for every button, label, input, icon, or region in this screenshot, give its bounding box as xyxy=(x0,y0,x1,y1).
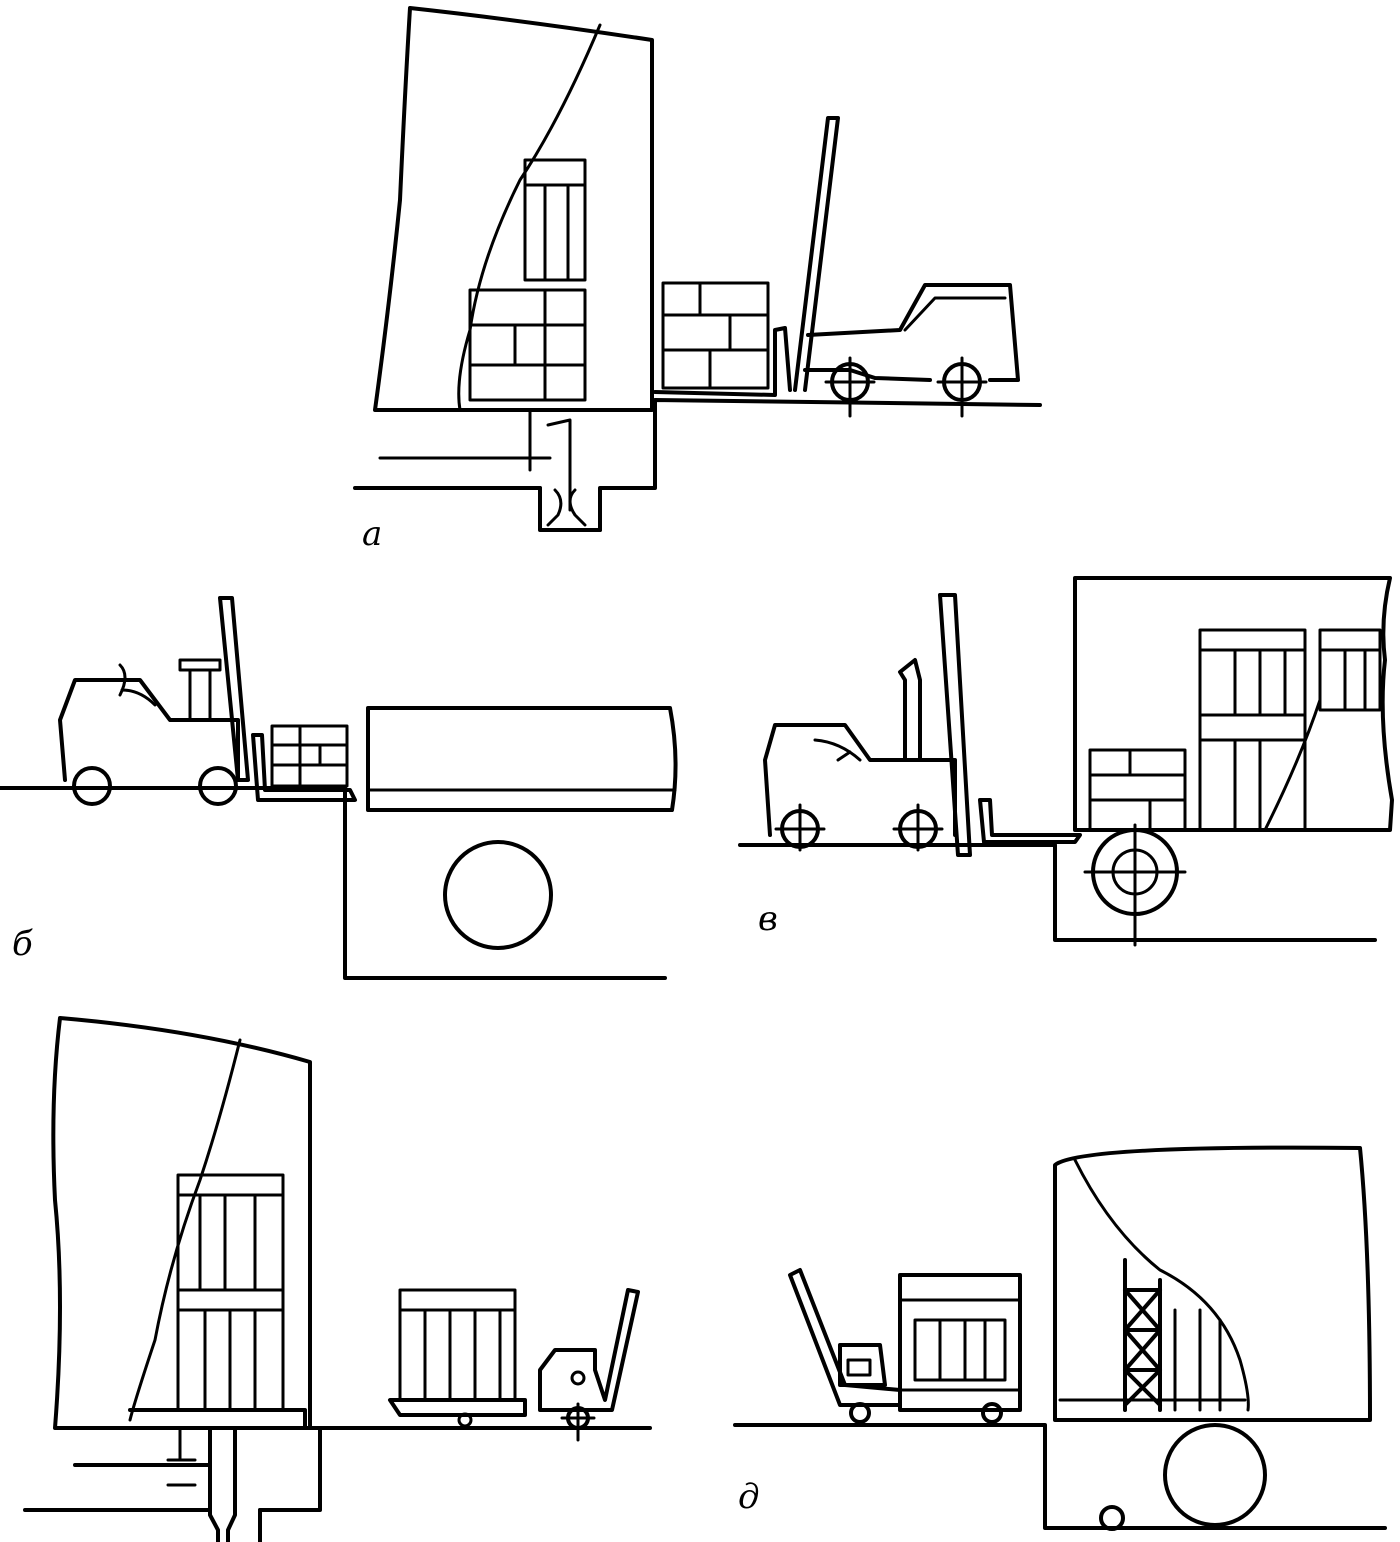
panel-a: а xyxy=(353,6,1042,554)
panel-label-b: б xyxy=(12,924,33,964)
panel-g: г xyxy=(23,1016,652,1542)
panel-b: б xyxy=(0,596,678,980)
forklift-v xyxy=(763,593,1082,857)
platform xyxy=(353,398,1042,532)
wagon-d xyxy=(1053,1145,1372,1531)
panel-v: в xyxy=(738,576,1394,947)
truck-body-b xyxy=(366,706,678,950)
panel-label-g: г xyxy=(28,1531,45,1542)
panel-label-d: д xyxy=(738,1477,760,1517)
hand-truck-g xyxy=(388,1288,640,1442)
panel-label-a: а xyxy=(362,514,382,554)
panel-d: д xyxy=(733,1145,1387,1531)
wagon-v xyxy=(1073,576,1394,947)
wagon-body xyxy=(373,6,654,412)
forklift-b xyxy=(58,596,357,806)
panel-label-v: в xyxy=(758,899,778,939)
forklift-a xyxy=(653,116,1020,418)
pallet-truck-d xyxy=(788,1268,1022,1424)
